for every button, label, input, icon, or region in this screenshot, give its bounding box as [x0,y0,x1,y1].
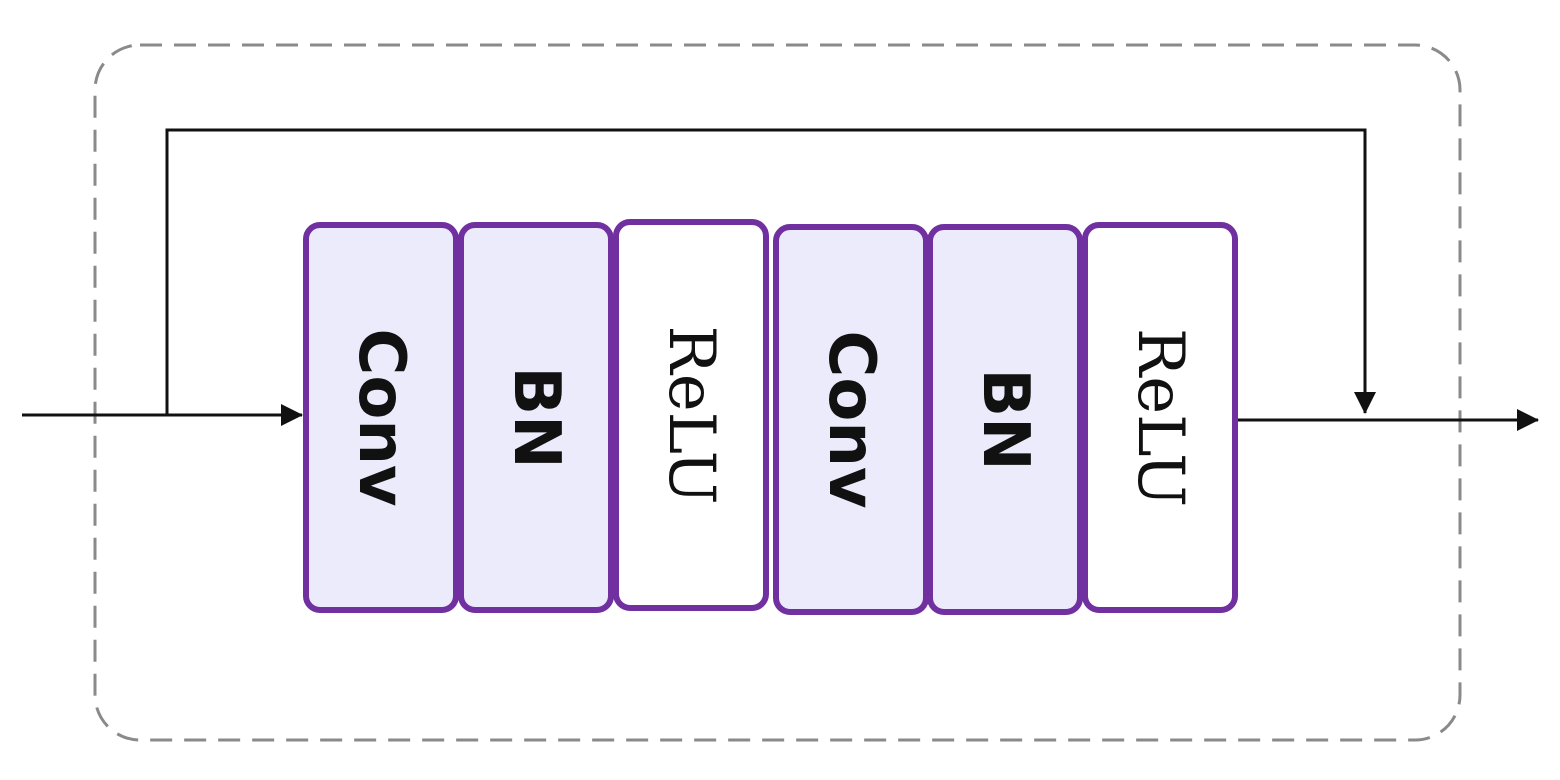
skip-connection-arrow [165,128,1376,415]
layer-block-conv-4: Conv [773,224,929,615]
residual-block-container [93,43,1462,742]
layer-block-label: Conv [344,328,418,506]
layer-block-box [458,222,614,613]
layer-block-bn-5: BN [927,224,1083,615]
layer-blocks: Conv BN ReLU Conv BN ReLU [303,219,1238,615]
layer-block-relu-3: ReLU [613,219,769,611]
layer-block-label: BN [968,368,1042,470]
layer-block-box [303,222,459,613]
layer-block-bn-2: BN [458,222,614,613]
layer-block-box [773,224,929,615]
layer-block-label: ReLU [654,326,728,505]
layer-block-box [613,219,769,611]
layer-block-label: BN [499,366,573,468]
layer-block-box [1082,222,1238,613]
layer-block-label: ReLU [1123,328,1197,507]
layer-block-relu-6: ReLU [1082,222,1238,613]
layer-block-conv-1: Conv [303,222,459,613]
layer-block-label: Conv [814,330,888,508]
layer-block-box [927,224,1083,615]
